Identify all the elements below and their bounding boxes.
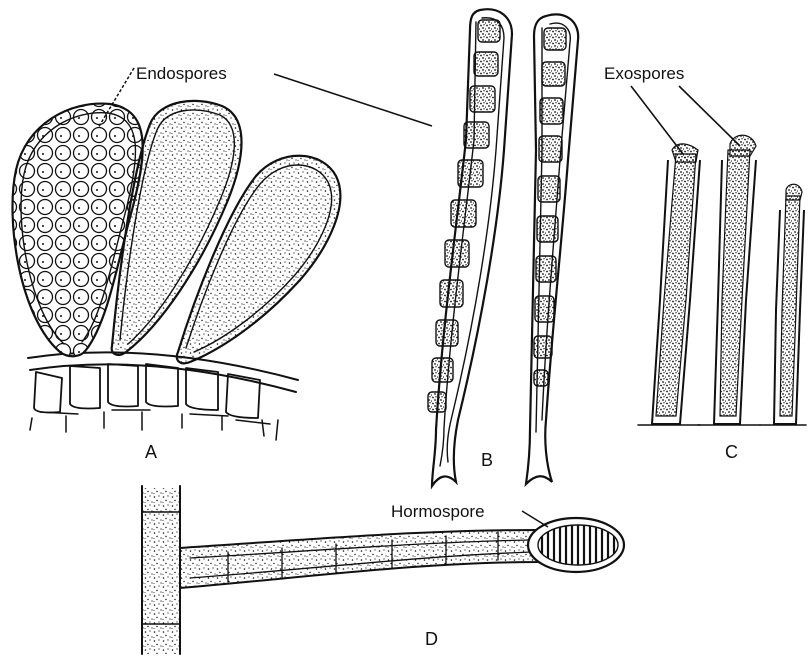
endospore <box>537 216 558 242</box>
panel-c: Exospores C <box>604 64 806 462</box>
conidiophore-middle <box>698 135 760 425</box>
panel-a-label: A <box>145 442 157 462</box>
hormospore-pointer <box>522 511 548 527</box>
endospore <box>535 296 554 322</box>
endospore <box>536 256 556 282</box>
conidiophore-left <box>638 144 700 425</box>
panel-d-label: D <box>425 629 438 649</box>
hypha-b-right <box>526 14 578 484</box>
endospore <box>534 336 552 358</box>
endospore <box>478 20 500 42</box>
exospores-pointer-right <box>679 86 740 146</box>
exospores-pointer-left <box>631 86 683 154</box>
endospore <box>458 160 483 187</box>
endospore <box>428 392 446 412</box>
hormospore-stalk <box>180 530 538 588</box>
panel-c-label: C <box>725 442 738 462</box>
panel-b: B <box>428 9 578 486</box>
endospore <box>451 200 476 227</box>
endospore <box>534 370 548 386</box>
hypha-b-left <box>428 9 512 486</box>
hormospore <box>528 518 624 572</box>
endospore <box>445 240 469 267</box>
endospore <box>474 52 498 76</box>
endospores-pointer-b <box>274 74 432 126</box>
endospore <box>436 320 458 346</box>
panel-b-label: B <box>481 450 493 470</box>
endospore <box>464 122 489 148</box>
exospores-label: Exospores <box>604 64 684 83</box>
endospore <box>470 86 495 112</box>
endospore <box>538 176 560 202</box>
endospores-label: Endospores <box>136 64 227 83</box>
endospore <box>540 98 563 124</box>
endospores-callout: Endospores <box>98 64 432 128</box>
endospore <box>539 136 562 162</box>
endospore <box>542 62 565 86</box>
conidiophore-right <box>760 184 806 425</box>
host-cell-layer <box>28 352 298 440</box>
hormospore-label: Hormospore <box>391 502 485 521</box>
endospore <box>440 280 463 307</box>
main-hypha <box>142 486 180 654</box>
panel-a: A <box>13 101 341 462</box>
panel-d: Hormospore D <box>142 486 624 654</box>
endospore <box>544 28 566 50</box>
endospore <box>432 358 453 382</box>
